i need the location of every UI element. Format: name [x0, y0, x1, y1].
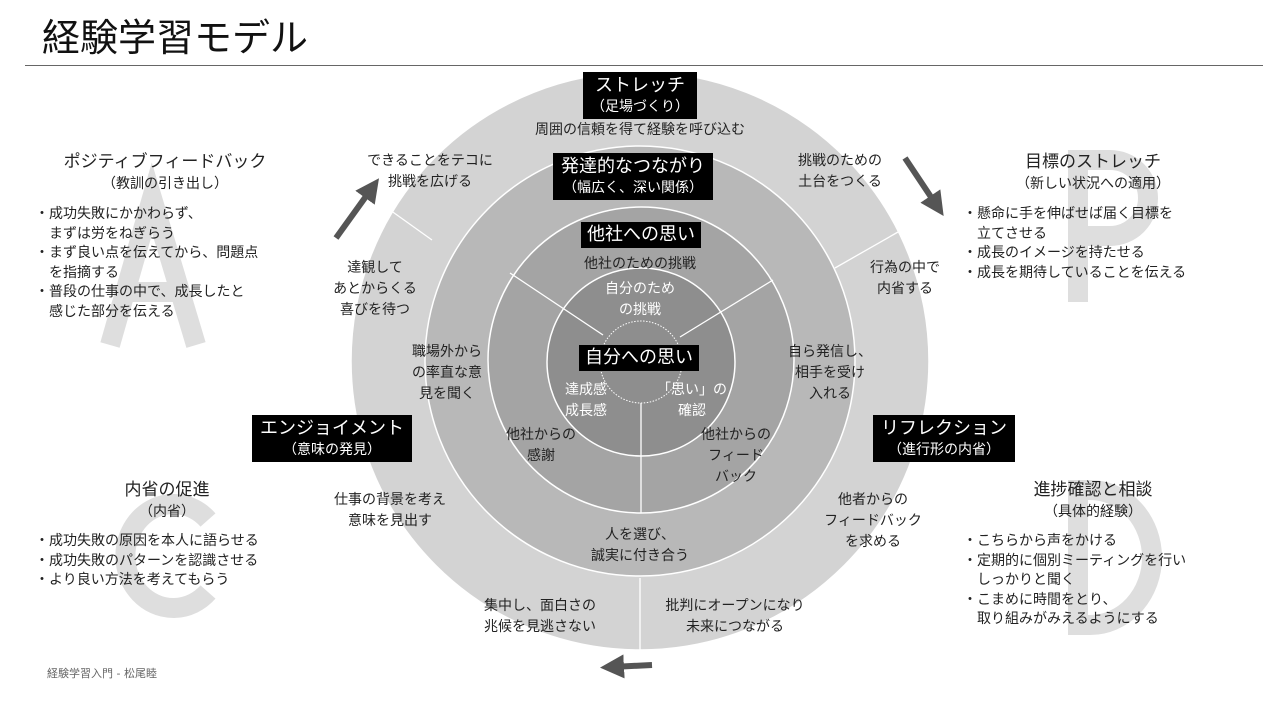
- panel-p-sub: （新しい状況への適用）: [1016, 176, 1170, 192]
- label-others-title: 他社への思い: [587, 224, 695, 245]
- cycle-arrow-upper-left: [333, 178, 380, 240]
- outer-divider-upper-right: [834, 231, 899, 269]
- panel-c-sub: （内省）: [139, 504, 195, 520]
- label-stretch-sub: （足場づくり）: [591, 99, 689, 115]
- middle-left-text: 職場外から の率直な意 見を聞く: [412, 344, 482, 402]
- middle-right-text: 自ら発信し、 相手を受け 入れる: [788, 344, 872, 402]
- divider-lines: [382, 204, 899, 650]
- list-item: 普段の仕事の中で、成長したと 感じた部分を伝える: [35, 283, 258, 322]
- panel-a-heading: ポジティブフィードバック: [63, 152, 267, 172]
- panel-c-header: 内省の促進 （内省）: [125, 478, 210, 522]
- label-enjoyment-sub: （意味の発見）: [283, 442, 381, 458]
- inner-divider-left: [509, 272, 604, 336]
- label-reflection: リフレクション （進行形の内省）: [873, 415, 1015, 462]
- panel-p-heading: 目標のストレッチ: [1025, 152, 1161, 172]
- panel-d-header: 進捗確認と相談 （具体的経験）: [1034, 478, 1153, 522]
- core-top-text: 自分のため の挑戦: [605, 281, 675, 318]
- inner-right-text: 他社からの フィード バック: [701, 427, 771, 485]
- panel-d-sub: （具体的経験）: [1044, 504, 1142, 520]
- middle-bottom-text: 人を選び、 誠実に付き合う: [591, 527, 689, 564]
- panel-p-bullets: 懸命に手を伸ばせば届く目標を 立てさせる 成長のイメージを持たせる 成長を期待し…: [963, 205, 1186, 283]
- list-item: 定期的に個別ミーティングを行い しっかりと聞く: [963, 552, 1186, 591]
- outer-upper-left-text: できることをテコに 挑戦を広げる: [367, 153, 493, 190]
- list-item: より良い方法を考えてもらう: [35, 571, 259, 591]
- label-connection-title: 発達的なつながり: [561, 156, 705, 177]
- panel-a-sub: （教訓の引き出し）: [101, 176, 228, 192]
- label-reflection-title: リフレクション: [881, 418, 1007, 439]
- footer-source: 経験学習入門 - 松尾睦: [47, 667, 157, 680]
- title-rule: [25, 65, 1263, 66]
- list-item: 懸命に手を伸ばせば届く目標を 立てさせる: [963, 205, 1186, 244]
- outer-lower-left-text: 仕事の背景を考え 意味を見出す: [334, 492, 446, 529]
- inner-top-text: 他社のための挑戦: [584, 256, 696, 272]
- label-stretch: ストレッチ （足場づくり）: [583, 72, 697, 119]
- list-item: 成長のイメージを持たせる: [963, 244, 1186, 264]
- list-item: 成功失敗のパターンを認識させる: [35, 552, 259, 572]
- core-left-text: 達成感 成長感: [565, 382, 607, 419]
- panel-d-bullets: こちらから声をかける 定期的に個別ミーティングを行い しっかりと聞く こまめに時…: [963, 532, 1186, 630]
- panel-c-bullets: 成功失敗の原因を本人に語らせる 成功失敗のパターンを認識させる より良い方法を考…: [35, 532, 259, 591]
- label-enjoyment: エンジョイメント （意味の発見）: [252, 415, 412, 462]
- label-enjoyment-title: エンジョイメント: [260, 418, 404, 439]
- list-item: 成功失敗の原因を本人に語らせる: [35, 532, 259, 552]
- label-connection-sub: （幅広く、深い関係）: [563, 180, 703, 196]
- outer-lower-right-text: 他者からの フィードバック を求める: [824, 492, 922, 550]
- label-reflection-sub: （進行形の内省）: [888, 442, 1000, 458]
- slide-title: 経験学習モデル: [42, 16, 309, 60]
- outer-bottom-right-text: 批判にオープンになり 未来につながる: [665, 598, 805, 635]
- label-self: 自分への思い: [579, 345, 699, 371]
- cycle-arrow-bottom: [600, 654, 653, 679]
- outer-top-text: 周囲の信頼を得て経験を呼び込む: [535, 122, 745, 138]
- outer-divider-upper-left: [382, 204, 433, 241]
- outer-upper-right-text: 挑戦のための 土台をつくる: [798, 153, 882, 190]
- inner-left-text: 他社からの 感謝: [506, 427, 576, 464]
- list-item: 成長を期待していることを伝える: [963, 264, 1186, 284]
- list-item: こまめに時間をとり、 取り組みがみえるようにする: [963, 591, 1186, 630]
- list-item: 成功失敗にかかわらず、 まずは労をねぎらう: [35, 205, 258, 244]
- panel-d-heading: 進捗確認と相談: [1033, 480, 1153, 500]
- list-item: こちらから声をかける: [963, 532, 1186, 552]
- label-self-title: 自分への思い: [585, 347, 693, 368]
- core-right-text: 「思い」の 確認: [657, 382, 727, 419]
- label-stretch-title: ストレッチ: [595, 75, 685, 96]
- inner-divider-right: [679, 279, 774, 338]
- cycle-arrow-upper-right: [902, 156, 944, 216]
- panel-c-heading: 内省の促進: [124, 480, 210, 500]
- panel-a-header: ポジティブフィードバック （教訓の引き出し）: [64, 150, 267, 194]
- panel-a-bullets: 成功失敗にかかわらず、 まずは労をねぎらう まず良い点を伝えてから、問題点 を指…: [35, 205, 258, 322]
- label-connection: 発達的なつながり （幅広く、深い関係）: [553, 153, 713, 200]
- list-item: まず良い点を伝えてから、問題点 を指摘する: [35, 244, 258, 283]
- outer-bottom-left-text: 集中し、面白さの 兆候を見逃さない: [484, 598, 596, 635]
- panel-p-header: 目標のストレッチ （新しい状況への適用）: [1016, 150, 1170, 194]
- label-others: 他社への思い: [581, 222, 701, 248]
- outer-left-text: 達観して あとからくる 喜びを待つ: [333, 260, 417, 318]
- outer-right-text: 行為の中で 内省する: [870, 260, 940, 297]
